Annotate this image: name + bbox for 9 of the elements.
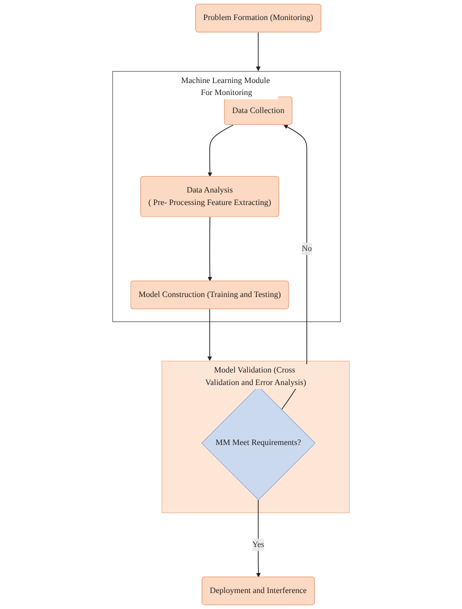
- arrow: [208, 124, 234, 177]
- arrow: [208, 216, 212, 282]
- arrow: [281, 124, 308, 410]
- arrow: [256, 499, 261, 578]
- arrow: [207, 308, 212, 361]
- edge-label: Yes: [252, 540, 264, 549]
- edge-label: No: [302, 244, 312, 253]
- arrow: [256, 32, 261, 72]
- node-diamond: MM Meet Requirements?: [201, 386, 316, 500]
